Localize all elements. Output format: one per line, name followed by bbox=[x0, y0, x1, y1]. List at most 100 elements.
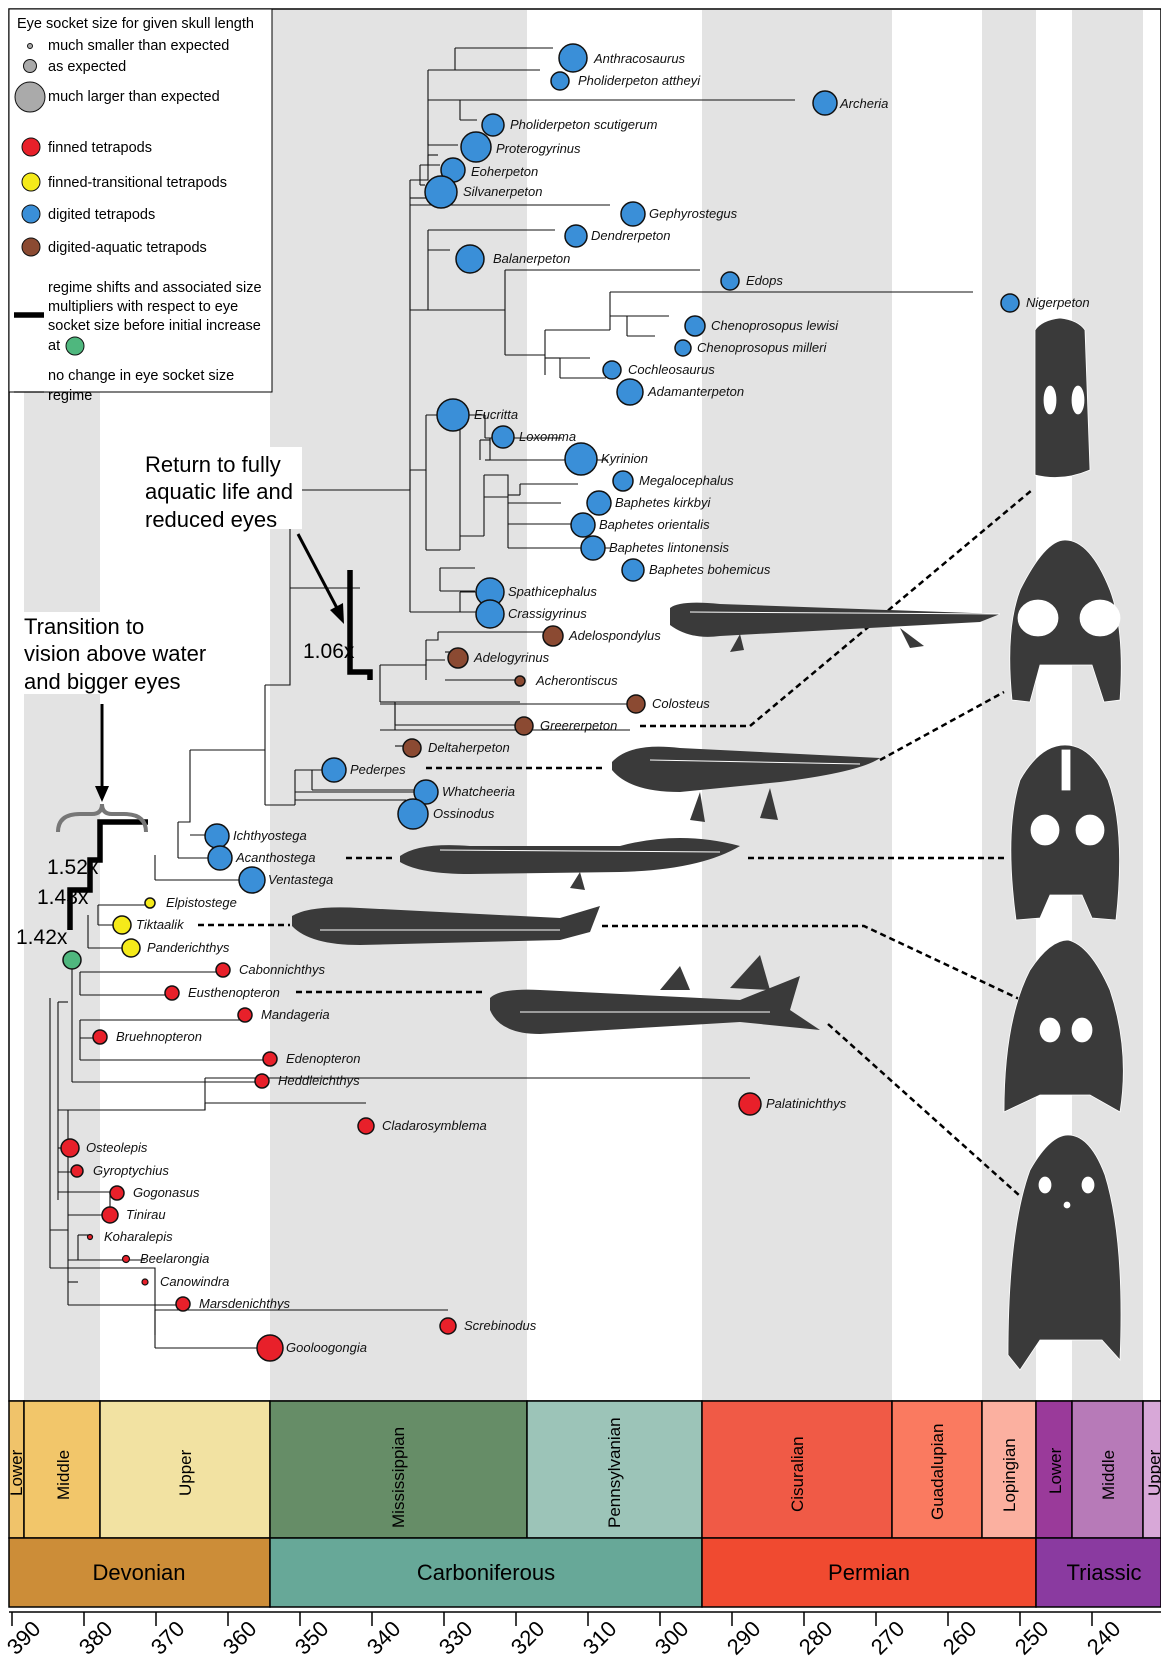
node-tiktaalik bbox=[113, 916, 131, 934]
period-triassic: Triassic bbox=[1067, 1560, 1142, 1585]
node-dendrerpeton bbox=[565, 225, 587, 247]
label-baphetes-lintonensis: Baphetes lintonensis bbox=[609, 540, 729, 555]
label-nigerpeton: Nigerpeton bbox=[1026, 295, 1090, 310]
label-balanerpeton: Balanerpeton bbox=[493, 251, 570, 266]
legend-regime-start-marker bbox=[66, 337, 84, 355]
period-carboniferous: Carboniferous bbox=[417, 1560, 555, 1585]
node-cabonnichthys bbox=[216, 963, 230, 977]
label-palatinichthys: Palatinichthys bbox=[766, 1096, 847, 1111]
label-chenoprosopus-milleri: Chenoprosopus milleri bbox=[697, 340, 827, 355]
label-marsdenichthys: Marsdenichthys bbox=[199, 1296, 291, 1311]
node-nigerpeton bbox=[1001, 294, 1019, 312]
legend-size-large-marker bbox=[15, 82, 45, 112]
node-bruehnopteron bbox=[93, 1030, 107, 1044]
legend-size-small-marker bbox=[28, 44, 33, 49]
epoch-pennsylvanian: Pennsylvanian bbox=[605, 1417, 624, 1528]
node-baphetes-orientalis bbox=[571, 513, 595, 537]
transition-annotation-1: Transition to bbox=[24, 614, 144, 639]
tick-310: 310 bbox=[578, 1616, 622, 1658]
multiplier-143: 1.43x bbox=[37, 886, 89, 909]
node-mandageria bbox=[238, 1008, 252, 1022]
node-palatinichthys bbox=[739, 1093, 761, 1115]
legend-finned: finned tetrapods bbox=[48, 140, 152, 156]
epoch-lower-triassic: Lower bbox=[1046, 1447, 1065, 1494]
node-baphetes-lintonensis bbox=[581, 536, 605, 560]
legend-size-title: Eye socket size for given skull length bbox=[17, 16, 254, 32]
label-osteolepis: Osteolepis bbox=[86, 1140, 148, 1155]
legend-finned-marker bbox=[22, 138, 40, 156]
label-baphetes-bohemicus: Baphetes bohemicus bbox=[649, 562, 771, 577]
node-pholiderpeton-scutigerum bbox=[482, 114, 504, 136]
node-anthracosaurus bbox=[559, 44, 587, 72]
node-kyrinion bbox=[565, 443, 597, 475]
label-adamanterpeton: Adamanterpeton bbox=[647, 384, 744, 399]
node-cochleosaurus bbox=[603, 361, 621, 379]
epoch-lower-devonian: Lower bbox=[7, 1449, 26, 1496]
tick-320: 320 bbox=[506, 1616, 550, 1658]
node-proterogyrinus bbox=[461, 132, 491, 162]
label-ichthyostega: Ichthyostega bbox=[233, 828, 307, 843]
node-baphetes-bohemicus bbox=[622, 559, 644, 581]
label-eusthenopteron: Eusthenopteron bbox=[188, 985, 280, 1000]
label-anthracosaurus: Anthracosaurus bbox=[593, 51, 686, 66]
label-kyrinion: Kyrinion bbox=[601, 451, 648, 466]
tick-360: 360 bbox=[218, 1616, 262, 1658]
multiplier-142: 1.42x bbox=[16, 926, 68, 949]
node-deltaherpeton bbox=[403, 739, 421, 757]
node-eucritta bbox=[437, 399, 469, 431]
node-panderichthys bbox=[122, 939, 140, 957]
tick-250: 250 bbox=[1010, 1616, 1054, 1658]
label-eoherpeton: Eoherpeton bbox=[471, 164, 538, 179]
node-acherontiscus bbox=[515, 676, 525, 686]
tick-370: 370 bbox=[146, 1616, 190, 1658]
node-eusthenopteron bbox=[165, 986, 179, 1000]
node-greererpeton bbox=[515, 717, 533, 735]
label-gephyrostegus: Gephyrostegus bbox=[649, 206, 738, 221]
label-tinirau: Tinirau bbox=[126, 1207, 166, 1222]
label-tiktaalik: Tiktaalik bbox=[136, 917, 185, 932]
legend-regime-3: socket size before initial increase bbox=[48, 318, 261, 334]
label-gyroptychius: Gyroptychius bbox=[93, 1163, 169, 1178]
tick-260: 260 bbox=[938, 1616, 982, 1658]
label-archeria: Archeria bbox=[839, 96, 888, 111]
node-beelarongia bbox=[123, 1256, 130, 1263]
epoch-upper-devonian: Upper bbox=[176, 1449, 195, 1496]
label-spathicephalus: Spathicephalus bbox=[508, 584, 597, 599]
node-chenoprosopus-milleri bbox=[675, 340, 691, 356]
legend: Eye socket size for given skull length m… bbox=[9, 9, 272, 404]
node-gooloogongia bbox=[257, 1335, 283, 1361]
node-pederpes bbox=[322, 758, 346, 782]
label-colosteus: Colosteus bbox=[652, 696, 710, 711]
legend-nochange-1: no change in eye socket size bbox=[48, 368, 234, 384]
label-adelogyrinus: Adelogyrinus bbox=[473, 650, 550, 665]
label-adelospondylus: Adelospondylus bbox=[568, 628, 661, 643]
label-acanthostega: Acanthostega bbox=[235, 850, 316, 865]
label-cabonnichthys: Cabonnichthys bbox=[239, 962, 325, 977]
legend-regime-4: at bbox=[48, 338, 60, 354]
node-koharalepis bbox=[88, 1235, 93, 1240]
node-megalocephalus bbox=[613, 471, 633, 491]
legend-size-small: much smaller than expected bbox=[48, 38, 229, 54]
label-eucritta: Eucritta bbox=[474, 407, 518, 422]
legend-aquatic: digited-aquatic tetrapods bbox=[48, 240, 207, 256]
label-bruehnopteron: Bruehnopteron bbox=[116, 1029, 202, 1044]
label-ventastega: Ventastega bbox=[268, 872, 333, 887]
node-edenopteron bbox=[263, 1052, 277, 1066]
node-heddleichthys bbox=[255, 1074, 269, 1088]
label-gogonasus: Gogonasus bbox=[133, 1185, 200, 1200]
legend-aquatic-marker bbox=[22, 238, 40, 256]
legend-size-expected: as expected bbox=[48, 59, 126, 75]
node-elpistostege bbox=[145, 898, 155, 908]
legend-size-expected-marker bbox=[24, 60, 37, 73]
tick-290: 290 bbox=[722, 1616, 766, 1658]
label-loxomma: Loxomma bbox=[519, 429, 576, 444]
node-adelospondylus bbox=[543, 626, 563, 646]
label-pholiderpeton-attheyi: Pholiderpeton attheyi bbox=[578, 73, 701, 88]
label-dendrerpeton: Dendrerpeton bbox=[591, 228, 671, 243]
node-colosteus bbox=[627, 695, 645, 713]
label-edops: Edops bbox=[746, 273, 783, 288]
label-screbinodus: Screbinodus bbox=[464, 1318, 537, 1333]
tick-350: 350 bbox=[290, 1616, 334, 1658]
epoch-upper-triassic: Upper bbox=[1145, 1449, 1161, 1496]
